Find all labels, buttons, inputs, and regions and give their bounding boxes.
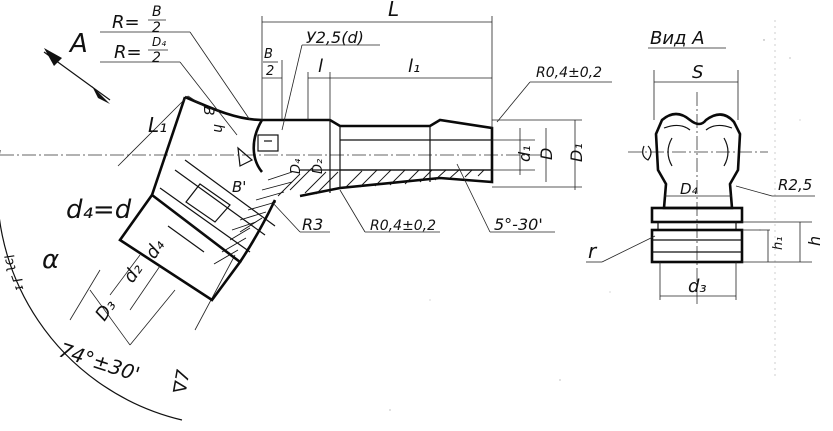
scan-noise [389, 39, 801, 411]
radius-b2-denominator: 2 [152, 20, 161, 36]
view-a-dim-S: S [692, 62, 703, 83]
dim-B-hole: B [200, 106, 216, 116]
radius-b2-numerator: B [152, 4, 162, 20]
socket-body [118, 159, 277, 302]
view-a-drawing [586, 47, 815, 305]
dim-B-over-2-denominator: 2 [266, 64, 274, 79]
dim-B-over-2-numerator: B [264, 47, 273, 62]
roughness-y25: У2,5(d) [306, 28, 364, 47]
elbow-body [150, 95, 293, 231]
dim-D3-socket: D₃ [91, 296, 120, 325]
radius-R3: R3 [302, 215, 323, 234]
radius-04-bottom: R0,4±0,2 [370, 218, 436, 234]
view-a-dim-D4: D₄ [680, 180, 698, 198]
radius-04-top: R0,4±0,2 [536, 65, 602, 81]
angle-arc-74 [0, 150, 183, 421]
roughness-nabla7: ∇7 [170, 368, 195, 396]
dim-D4-elbow: D₄ [289, 158, 304, 174]
dim-d1: d₁ [515, 145, 534, 162]
view-a-radius-R25: R2,5 [778, 176, 812, 194]
dim-l1-top: l₁ [408, 56, 420, 77]
dimension-lines-left [43, 16, 612, 346]
view-a-radius-r: r [588, 239, 598, 263]
dim-B-prime: B' [232, 178, 246, 196]
taper-angle: 5°-30' [494, 215, 543, 234]
dim-l: l [318, 56, 323, 77]
dim-d2-socket: d₂ [119, 260, 147, 287]
dim-D2-elbow: D₂ [311, 159, 326, 174]
dim-d4-equals-d: d₄=d [66, 195, 132, 225]
view-a-dim-h1: h₁ [771, 237, 786, 250]
dim-D: D [537, 148, 556, 160]
angle-extension-line [194, 254, 236, 331]
pipe-body [262, 118, 494, 198]
dim-L1: L₁ [148, 113, 167, 137]
dim-h-hole: h [210, 124, 226, 133]
dim-L: L [388, 0, 399, 21]
view-a-title: Вид А [650, 28, 705, 49]
radius-d4-denominator: 2 [152, 50, 161, 66]
radius-d4-numerator: D₄ [152, 35, 166, 49]
view-a-dim-h: h [805, 236, 824, 246]
angle-alpha: α [42, 245, 59, 275]
radius-b2-label: R= [112, 12, 140, 33]
radius-d4-label: R= [114, 42, 142, 63]
dim-d4-socket: d₄ [141, 235, 169, 263]
dim-D1: D₁ [567, 143, 586, 162]
view-arrow-letter: A [68, 29, 88, 59]
view-a-dim-d3: d₃ [688, 276, 707, 297]
margin-stamp-text: lɔʅ ⅃ ɪ [0, 253, 27, 293]
